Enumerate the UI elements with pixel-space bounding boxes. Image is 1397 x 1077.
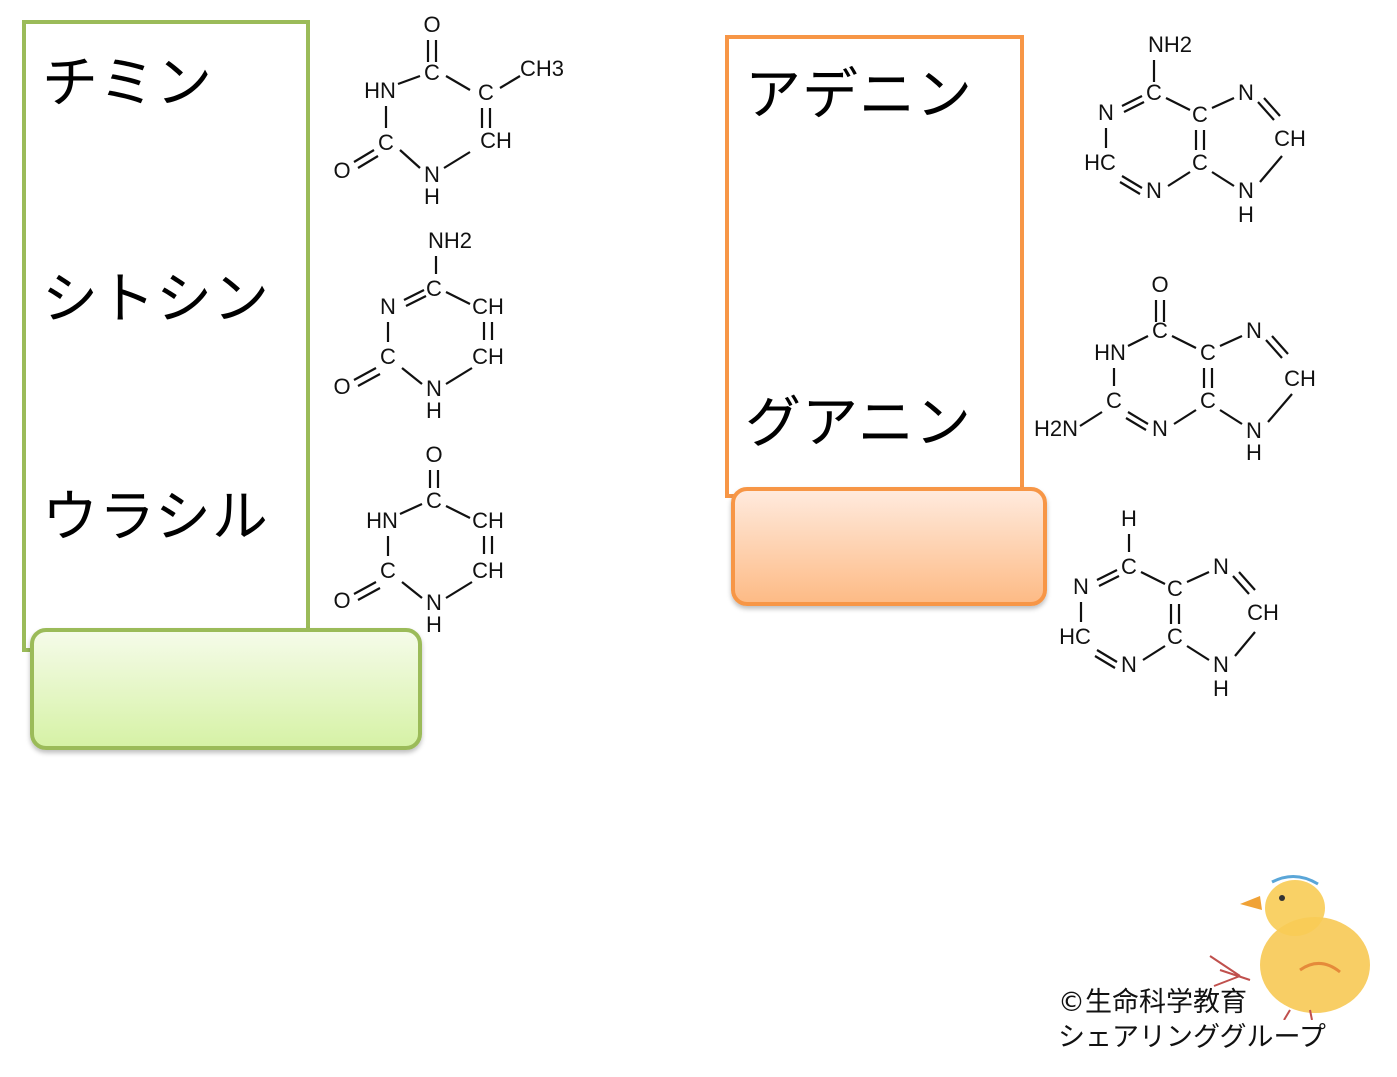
- name-thymine: チミン: [42, 51, 213, 116]
- cytosine-structure: NH2 N C CH CH C O N H: [333, 228, 504, 423]
- atom: O: [423, 12, 440, 37]
- atom: NH2: [1148, 32, 1192, 57]
- atom: CH: [472, 344, 504, 369]
- atom: C: [478, 80, 494, 105]
- atom: H: [1213, 676, 1229, 701]
- atom: H2N: [1034, 416, 1078, 441]
- atom: C: [1200, 340, 1216, 365]
- atom: C: [1167, 624, 1183, 649]
- chick-icon: [1209, 875, 1370, 1020]
- atom: CH: [1284, 366, 1316, 391]
- atom: N: [380, 294, 396, 319]
- atom: NH2: [428, 228, 472, 253]
- copyright-notice: ©生命科学教育 シェアリンググループ: [1058, 985, 1326, 1055]
- atom: H: [426, 612, 442, 637]
- atom: N: [426, 376, 442, 401]
- atom: N: [426, 590, 442, 615]
- atom: N: [1238, 80, 1254, 105]
- atom: HN: [1094, 340, 1126, 365]
- atom: N: [1146, 178, 1162, 203]
- atom: C: [1192, 102, 1208, 127]
- atom: H: [1238, 202, 1254, 227]
- atom: H: [426, 398, 442, 423]
- name-cytosine: シトシン: [42, 267, 270, 332]
- atom: C: [426, 276, 442, 301]
- atom: N: [1152, 416, 1168, 441]
- atom: C: [380, 558, 396, 583]
- copyright-line-1: ©生命科学教育: [1058, 987, 1247, 1018]
- atom: N: [1238, 178, 1254, 203]
- atom: HN: [364, 78, 396, 103]
- atom: O: [333, 588, 350, 613]
- atom: C: [426, 488, 442, 513]
- atom: CH: [1247, 600, 1279, 625]
- atom: H: [424, 184, 440, 209]
- atom: HC: [1084, 150, 1116, 175]
- atom: N: [1213, 652, 1229, 677]
- atom: CH: [472, 558, 504, 583]
- atom: C: [1106, 388, 1122, 413]
- name-guanine: グアニン: [745, 391, 972, 456]
- copyright-line-2: シェアリンググループ: [1058, 1022, 1326, 1054]
- atom: HC: [1059, 624, 1091, 649]
- atom: C: [378, 130, 394, 155]
- atom: N: [1246, 318, 1262, 343]
- atom: HN: [366, 508, 398, 533]
- guanine-structure: O HN C C N CH H2N C N C N H: [1034, 272, 1316, 465]
- atom: C: [1167, 576, 1183, 601]
- thymine-structure: O HN C C CH3 C CH O N H: [333, 12, 564, 209]
- atom: O: [1151, 272, 1168, 297]
- atom: N: [1121, 652, 1137, 677]
- atom: C: [380, 344, 396, 369]
- atom: O: [333, 374, 350, 399]
- purine-structure: H N C C N CH HC N C N H: [1059, 506, 1279, 701]
- name-uracil: ウラシル: [42, 485, 269, 550]
- atom: CH: [472, 508, 504, 533]
- atom: C: [1200, 388, 1216, 413]
- atom: CH: [480, 128, 512, 153]
- purine-label-box: [731, 487, 1047, 606]
- pyrimidine-group-frame: [22, 20, 310, 652]
- pyrimidine-label-box: [30, 628, 422, 750]
- atom: H: [1246, 440, 1262, 465]
- name-adenine: アデニン: [745, 63, 973, 128]
- atom: CH: [1274, 126, 1306, 151]
- atom: CH: [472, 294, 504, 319]
- atom: C: [1121, 554, 1137, 579]
- atom: CH3: [520, 56, 564, 81]
- atom: C: [1146, 80, 1162, 105]
- atom: C: [1152, 318, 1168, 343]
- atom: O: [333, 158, 350, 183]
- atom: N: [424, 162, 440, 187]
- purine-group-frame: [725, 35, 1024, 498]
- atom: C: [1192, 150, 1208, 175]
- atom: N: [1073, 574, 1089, 599]
- atom: C: [424, 60, 440, 85]
- uracil-structure: O HN C CH CH C O N H: [333, 442, 504, 637]
- atom: O: [425, 442, 442, 467]
- adenine-structure: NH2 N C C N CH HC N C N H: [1084, 32, 1306, 227]
- atom: N: [1213, 554, 1229, 579]
- atom: H: [1121, 506, 1137, 531]
- atom: N: [1246, 418, 1262, 443]
- atom: N: [1098, 100, 1114, 125]
